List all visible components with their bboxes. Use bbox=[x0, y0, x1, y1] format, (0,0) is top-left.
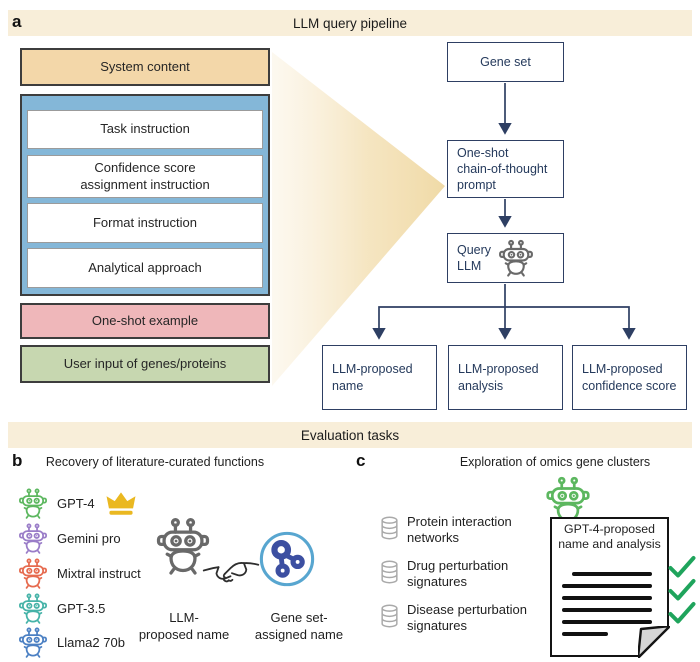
format-instruction-label: Format instruction bbox=[92, 214, 198, 230]
document-text-line bbox=[562, 632, 608, 636]
robot-icon bbox=[18, 523, 48, 554]
evaluation-header-title: Evaluation tasks bbox=[300, 427, 400, 443]
source-label: Protein interaction networks bbox=[407, 514, 512, 545]
panel-c-title: Exploration of omics gene clusters bbox=[459, 455, 651, 469]
model-name: GPT-4 bbox=[57, 495, 95, 511]
document-text-line bbox=[562, 608, 652, 612]
task-instruction-label: Task instruction bbox=[100, 121, 190, 137]
document-text-line bbox=[562, 596, 652, 600]
panel-b-label: b bbox=[12, 451, 23, 470]
query-llm-box: Query LLM bbox=[447, 233, 564, 283]
output-confidence-label: LLM-proposed confidence score bbox=[582, 362, 677, 393]
model-row-gpt35: GPT-3.5 bbox=[18, 591, 208, 625]
robot-icon bbox=[498, 239, 534, 277]
evaluation-header-bar: Evaluation tasks bbox=[8, 422, 692, 448]
database-icon bbox=[380, 515, 399, 541]
task-instruction-box: Task instruction bbox=[27, 110, 263, 149]
checkmark-icon bbox=[668, 601, 696, 625]
llm-proposed-name-label: LLM- proposed name bbox=[138, 610, 230, 642]
output-analysis-label: LLM-proposed analysis bbox=[458, 362, 539, 393]
panel-a-header-bar: LLM query pipeline bbox=[8, 10, 692, 36]
panel-a-title: LLM query pipeline bbox=[292, 15, 408, 31]
source-row-disease: Disease perturbation signatures bbox=[380, 602, 580, 633]
handshake-icon bbox=[202, 549, 260, 593]
source-row-drug: Drug perturbation signatures bbox=[380, 558, 580, 589]
database-icon bbox=[380, 603, 399, 629]
robot-icon bbox=[18, 627, 48, 658]
robot-icon bbox=[18, 558, 48, 589]
panel-a-label: a bbox=[12, 12, 22, 31]
panel-c-label: c bbox=[356, 451, 366, 470]
gene-set-label: Gene set bbox=[480, 54, 531, 69]
model-row-gpt4: GPT-4 bbox=[18, 486, 208, 520]
prompt-beam bbox=[272, 52, 445, 386]
gene-set-circle-icon bbox=[258, 530, 316, 588]
gene-set-box: Gene set bbox=[447, 42, 564, 82]
database-icon bbox=[380, 559, 399, 585]
confidence-instruction-label: Confidence score assignment instruction bbox=[80, 160, 210, 192]
checkmark-icon bbox=[668, 578, 696, 602]
document-title: GPT-4-proposed name and analysis bbox=[558, 522, 661, 551]
query-llm-label: Query LLM bbox=[457, 242, 492, 273]
document-text-line bbox=[562, 620, 652, 624]
model-name: Llama2 70b bbox=[57, 634, 125, 650]
model-row-llama2: Llama2 70b bbox=[18, 625, 208, 659]
source-label: Disease perturbation signatures bbox=[407, 602, 527, 633]
format-instruction-box: Format instruction bbox=[27, 203, 263, 243]
model-row-mixtral: Mixtral instruct bbox=[18, 556, 208, 590]
output-confidence-box: LLM-proposed confidence score bbox=[572, 345, 687, 410]
output-name-box: LLM-proposed name bbox=[322, 345, 437, 410]
confidence-instruction-box: Confidence score assignment instruction bbox=[27, 155, 263, 198]
folded-corner-icon bbox=[638, 626, 670, 658]
document-text-line bbox=[572, 572, 652, 576]
system-content-box: System content bbox=[20, 48, 270, 86]
user-input-box: User input of genes/proteins bbox=[20, 345, 270, 383]
one-shot-example-box: One-shot example bbox=[20, 303, 270, 339]
robot-icon bbox=[18, 488, 48, 519]
model-name: Gemini pro bbox=[57, 530, 121, 546]
checkmark-icon bbox=[668, 555, 696, 579]
source-row-protein: Protein interaction networks bbox=[380, 514, 580, 545]
prompt-box: One-shot chain-of-thought prompt bbox=[447, 140, 564, 198]
document-text-line bbox=[562, 584, 652, 588]
model-row-gemini: Gemini pro bbox=[18, 521, 208, 555]
crown-icon bbox=[104, 490, 138, 517]
analytical-approach-box: Analytical approach bbox=[27, 248, 263, 288]
one-shot-example-label: One-shot example bbox=[91, 312, 199, 328]
analysis-document: GPT-4-proposed name and analysis bbox=[550, 517, 670, 658]
model-name: GPT-3.5 bbox=[57, 600, 106, 616]
prompt-label: One-shot chain-of-thought prompt bbox=[457, 145, 548, 193]
source-label: Drug perturbation signatures bbox=[407, 558, 509, 589]
output-analysis-box: LLM-proposed analysis bbox=[448, 345, 563, 410]
robot-icon bbox=[18, 593, 48, 624]
system-content-label: System content bbox=[100, 58, 190, 74]
model-name: Mixtral instruct bbox=[57, 565, 141, 581]
flow-arrows bbox=[372, 83, 636, 340]
gene-set-assigned-name-label: Gene set- assigned name bbox=[254, 610, 344, 642]
panel-b-title: Recovery of literature-curated functions bbox=[45, 455, 265, 469]
analytical-approach-label: Analytical approach bbox=[88, 259, 202, 275]
user-input-label: User input of genes/proteins bbox=[63, 355, 227, 371]
output-name-label: LLM-proposed name bbox=[332, 362, 413, 393]
